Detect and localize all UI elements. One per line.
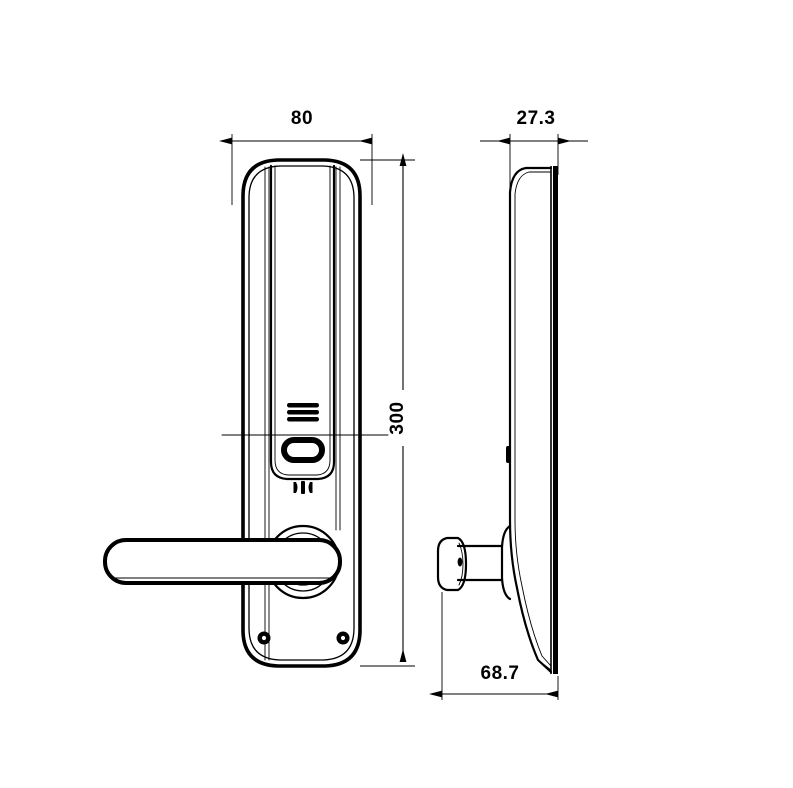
dim-273-text-backdrop: [504, 104, 568, 130]
escutcheon-outer-contour: [241, 158, 362, 668]
dimension-projection-687: 68.7: [429, 592, 559, 700]
front-view-group: [103, 158, 389, 668]
side-handle-endcap-outline: [436, 536, 468, 592]
dimension-depth-273: 27.3: [480, 104, 588, 190]
speaker-grille-bar-2: [287, 410, 319, 415]
indicator-symbol-right-wing: [308, 482, 313, 493]
dim-300-text-backdrop: [389, 390, 417, 446]
screw-hole-left-center: [261, 635, 267, 641]
touch-module-outline: [269, 164, 336, 481]
speaker-grille: [287, 403, 319, 422]
front-touch-module: [269, 164, 336, 481]
front-escutcheon-body: [241, 158, 362, 668]
touch-module-inner-outline: [274, 165, 331, 476]
screw-holes: [257, 631, 350, 645]
side-body-front-profile: [508, 166, 553, 674]
side-indicator-notch: [506, 446, 511, 463]
dim-687-text-backdrop: [468, 659, 532, 685]
dim-80-value: 80: [291, 108, 313, 129]
dim-273-value: 27.3: [517, 108, 556, 129]
side-rosette-boss: [500, 524, 512, 601]
side-handle-endcap-detail: [457, 557, 463, 567]
lever-handle-bar: [103, 538, 342, 585]
side-body-inner-profile: [514, 171, 552, 667]
dim-300-value: 300: [387, 401, 408, 434]
dimension-width-80: 80: [219, 104, 373, 205]
screw-hole-right-center: [340, 635, 346, 641]
indicator-symbol-left-wing: [293, 482, 298, 493]
side-view-group: [436, 166, 558, 674]
speaker-grille-bar-3: [287, 417, 319, 422]
side-handle-endcap: [436, 536, 468, 592]
dim-687-value: 68.7: [481, 663, 520, 684]
screw-hole-right: [336, 631, 350, 645]
mounting-plate: [550, 166, 558, 674]
indicator-symbol: [293, 481, 313, 494]
indicator-symbol-center-bar: [301, 481, 305, 494]
speaker-grille-bar-1: [287, 403, 319, 408]
side-body-bottom-tail: [537, 659, 552, 671]
dimension-height-300: 300: [360, 153, 417, 667]
lever-handle: [103, 538, 342, 585]
side-indicator-notch-mark: [506, 446, 511, 463]
side-handle-endcap-seam: [458, 542, 464, 586]
dim-80-text-backdrop: [276, 104, 328, 130]
fingerprint-reader-frame: [281, 437, 325, 463]
escutcheon-inner-contour: [248, 165, 355, 661]
fingerprint-reader: [281, 437, 325, 463]
screw-hole-left: [257, 631, 271, 645]
